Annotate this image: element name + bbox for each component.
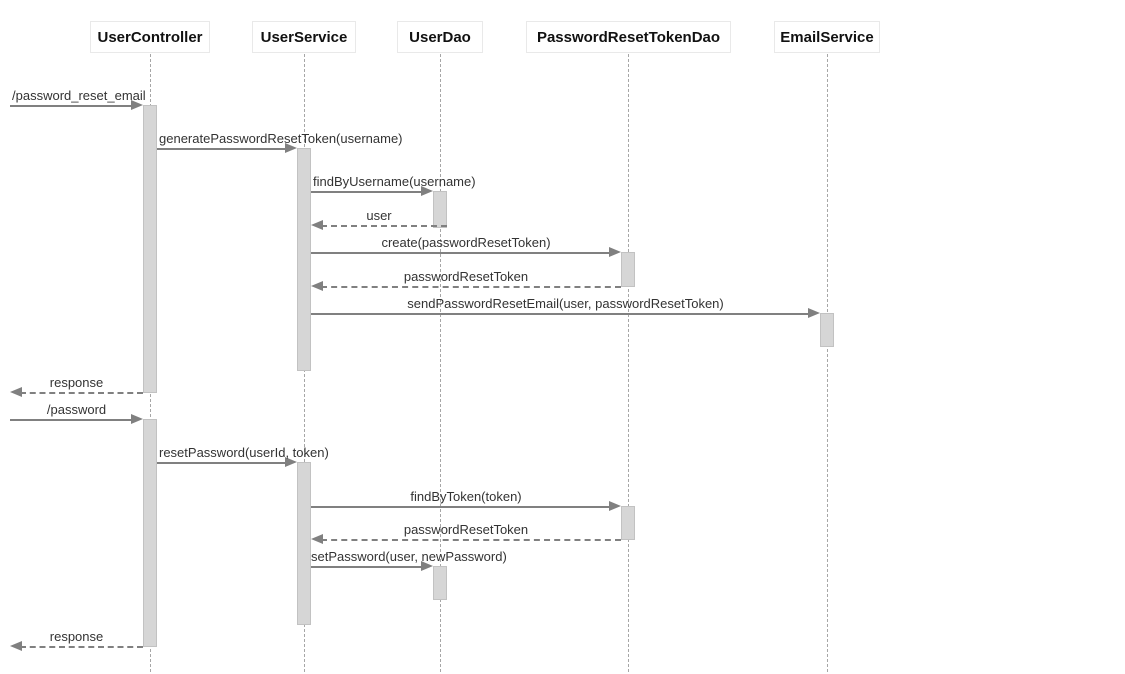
arrowhead-right-icon — [131, 100, 143, 110]
activation-userservice-1 — [297, 148, 311, 371]
message-line — [157, 462, 287, 464]
participant-label: PasswordResetTokenDao — [536, 28, 721, 46]
arrowhead-right-icon — [808, 308, 820, 318]
arrowhead-right-icon — [421, 186, 433, 196]
lifeline-emailservice — [827, 54, 828, 672]
arrowhead-right-icon — [285, 457, 297, 467]
message-line — [20, 392, 143, 394]
participant-usercontroller: UserController — [90, 21, 210, 53]
message-label: resetPassword(userId, token) — [159, 445, 329, 460]
message-line — [20, 646, 143, 648]
message-label: response — [49, 375, 104, 390]
message-line — [10, 419, 133, 421]
message-label: sendPasswordResetEmail(user, passwordRes… — [407, 296, 724, 311]
arrowhead-right-icon — [421, 561, 433, 571]
message-label: create(passwordResetToken) — [381, 235, 551, 250]
arrowhead-left-icon — [10, 641, 22, 651]
lifeline-userdao — [440, 54, 441, 672]
participant-emailservice: EmailService — [774, 21, 880, 53]
message-line — [311, 191, 423, 193]
arrowhead-left-icon — [311, 220, 323, 230]
message-line — [157, 148, 287, 150]
activation-usercontroller-1 — [143, 105, 157, 393]
message-line — [311, 566, 423, 568]
message-label: generatePasswordResetToken(username) — [159, 131, 403, 146]
arrowhead-right-icon — [131, 414, 143, 424]
message-label: setPassword(user, newPassword) — [311, 549, 507, 564]
activation-emailservice-1 — [820, 313, 834, 347]
participant-label: EmailService — [780, 28, 874, 46]
message-line — [321, 539, 621, 541]
message-line — [311, 313, 810, 315]
arrowhead-right-icon — [609, 247, 621, 257]
message-label: response — [49, 629, 104, 644]
lifeline-passwordresettokendao — [628, 54, 629, 672]
participant-label: UserService — [260, 28, 348, 46]
activation-userdao-1 — [433, 191, 447, 228]
activation-userservice-2 — [297, 462, 311, 625]
message-line — [311, 506, 611, 508]
participant-passwordresettokendao: PasswordResetTokenDao — [526, 21, 731, 53]
message-label: passwordResetToken — [403, 522, 529, 537]
activation-userdao-2 — [433, 566, 447, 600]
participant-label: UserDao — [409, 28, 471, 46]
participant-userdao: UserDao — [397, 21, 483, 53]
message-label: /password_reset_email — [12, 88, 146, 103]
arrowhead-left-icon — [10, 387, 22, 397]
activation-usercontroller-2 — [143, 419, 157, 647]
message-line — [321, 225, 447, 227]
message-label: passwordResetToken — [403, 269, 529, 284]
arrowhead-right-icon — [285, 143, 297, 153]
message-line — [311, 252, 611, 254]
message-line — [321, 286, 621, 288]
arrowhead-right-icon — [609, 501, 621, 511]
message-label: user — [366, 208, 392, 223]
participant-label: UserController — [97, 28, 203, 46]
message-label: findByUsername(username) — [313, 174, 476, 189]
activation-passwordresettokendao-1 — [621, 252, 635, 287]
message-label: /password — [46, 402, 107, 417]
arrowhead-left-icon — [311, 534, 323, 544]
activation-passwordresettokendao-2 — [621, 506, 635, 540]
message-label: findByToken(token) — [410, 489, 522, 504]
participant-userservice: UserService — [252, 21, 356, 53]
arrowhead-left-icon — [311, 281, 323, 291]
message-line — [10, 105, 133, 107]
